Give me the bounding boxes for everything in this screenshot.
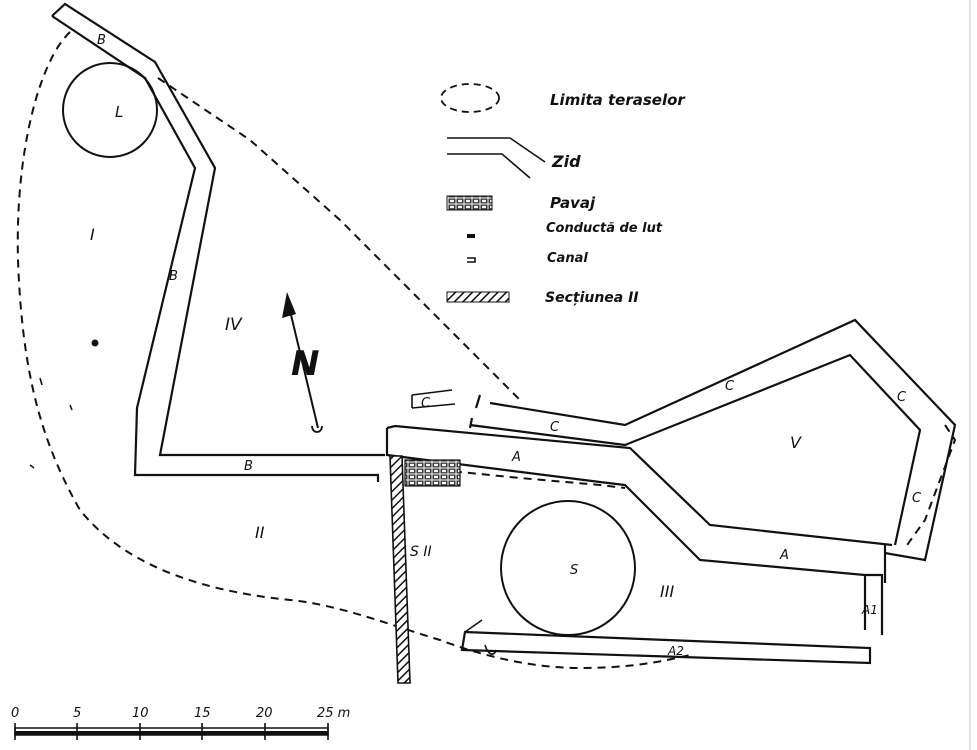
pavement-block <box>404 459 461 487</box>
wall-label-a2: A <box>779 548 789 563</box>
legend-section-label: Secțiunea II <box>545 290 639 306</box>
wall-label-c4: C <box>897 390 907 405</box>
scale-tick-10: 10 <box>132 706 149 721</box>
circle-l-label: L <box>115 103 123 121</box>
wall-c-fragment <box>411 389 456 409</box>
legend: Limita teraselor Zid Pavaj Conductă de l… <box>440 83 686 306</box>
legend-clay-pipe-label: Conductă de lut <box>546 221 663 236</box>
wall-label-a-one: A1 <box>861 603 878 617</box>
wall-label-b3: B <box>244 459 253 474</box>
wall-label-a1: A <box>511 450 521 465</box>
legend-channel-symbol <box>467 257 476 263</box>
small-find <box>91 339 99 347</box>
scale-tick-15: 15 <box>194 706 211 721</box>
scale-tick-20: 20 <box>256 706 273 721</box>
wall-label-b1: B <box>97 33 106 48</box>
wall-label-c3: C <box>725 379 735 394</box>
legend-wall-label: Zid <box>551 152 581 171</box>
wall-b-inner <box>51 15 380 482</box>
wall-a <box>386 424 893 547</box>
wall-label-c1: C <box>421 396 431 411</box>
legend-pavement-label: Pavaj <box>550 194 596 212</box>
scale-bar: 0 5 10 15 20 25 m <box>11 706 350 740</box>
edge-tick <box>29 377 73 469</box>
scale-tick-25: 25 m <box>317 706 350 721</box>
legend-pavement-symbol <box>446 195 493 211</box>
north-arrow: N <box>282 292 323 433</box>
legend-channel-label: Canal <box>547 251 588 266</box>
legend-wall-symbol <box>447 137 546 179</box>
scale-tick-0: 0 <box>11 706 19 721</box>
wall-a1 <box>865 573 884 635</box>
wall-c-gap <box>468 394 482 429</box>
wall-label-c5: C <box>912 491 922 506</box>
wall-c-inner <box>469 353 922 546</box>
scale-bar-ticks <box>14 723 329 740</box>
scale-tick-5: 5 <box>73 706 81 721</box>
legend-terrace-limit-symbol <box>440 83 500 113</box>
wall-label-c2: C <box>550 420 560 435</box>
zone-iii: III <box>660 582 674 601</box>
circle-s <box>500 500 636 636</box>
section-ii-trench <box>389 455 411 684</box>
north-label: N <box>291 344 319 384</box>
circle-l <box>62 62 158 158</box>
terrace-limit-north <box>157 77 521 401</box>
wall-a2 <box>460 630 872 665</box>
scale-bar-fill <box>15 731 328 735</box>
section-label: S II <box>410 544 432 560</box>
legend-terrace-limit-label: Limita teraselor <box>550 91 686 109</box>
wall-b <box>51 2 385 457</box>
zone-iv: IV <box>225 315 243 335</box>
wall-label-a-two: A2 <box>667 644 684 658</box>
wall-c <box>489 318 957 562</box>
terrace-limit-mid <box>439 469 626 489</box>
terrace-limit-east <box>904 424 957 549</box>
wall-label-b2: B <box>169 269 178 284</box>
legend-section-symbol <box>446 291 510 303</box>
legend-clay-pipe-symbol <box>467 234 475 238</box>
circle-s-label: S <box>570 563 578 578</box>
terrace-limit-west <box>16 31 691 670</box>
zone-v: V <box>790 433 802 452</box>
wall-a2-stub <box>464 619 497 655</box>
zone-ii: II <box>255 523 265 542</box>
zone-i: I <box>90 225 95 244</box>
